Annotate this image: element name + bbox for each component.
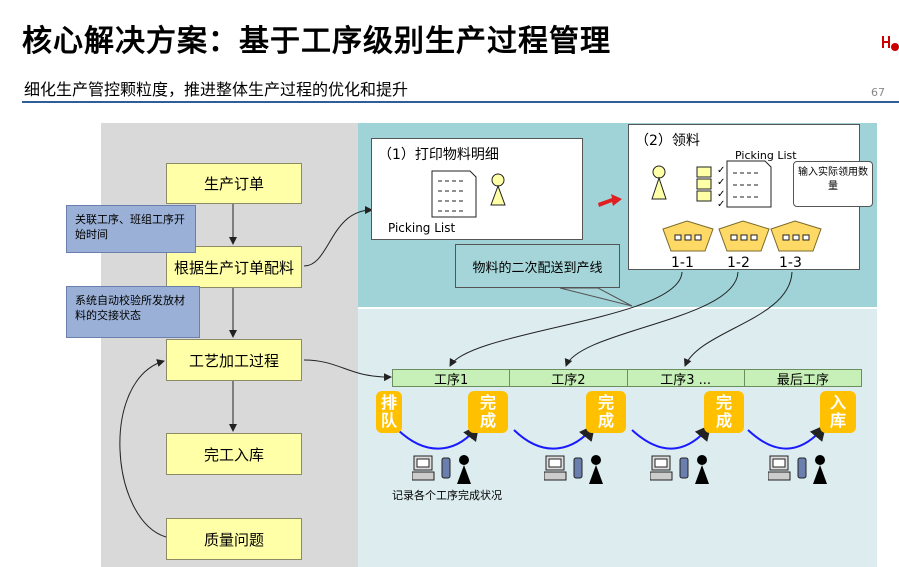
svg-text:✓: ✓ xyxy=(717,199,725,210)
workstation-icon xyxy=(768,455,827,484)
bin-label: 1-3 xyxy=(779,255,802,271)
done-status-box: 完成 xyxy=(704,391,744,433)
done-status-box: 完成 xyxy=(468,391,508,433)
material-by-order-box: 根据生产订单配料 xyxy=(166,246,302,288)
document-icon xyxy=(431,170,477,218)
worker-icon xyxy=(651,165,667,200)
page-subtitle: 细化生产管控颗粒度，推进整体生产过程的优化和提升 xyxy=(24,80,409,99)
company-logo-icon xyxy=(882,36,899,51)
process-step: 工序2 xyxy=(510,370,628,388)
bin-label: 1-1 xyxy=(671,255,694,271)
note-link-process: 关联工序、班组工序开始时间 xyxy=(66,205,196,253)
production-order-box: 生产订单 xyxy=(166,163,302,204)
page-title: 核心解决方案：基于工序级别生产过程管理 xyxy=(22,24,611,59)
queue-status-box: 排队 xyxy=(376,391,402,433)
picking-panel-box: （2）领料 Picking List ✓ ✓ ✓ ✓ 输入实际领用数量 1-1 … xyxy=(628,124,873,271)
checklist-icon: ✓ ✓ ✓ ✓ xyxy=(717,160,772,210)
svg-text:✓: ✓ xyxy=(717,177,725,188)
input-quantity-note: 输入实际领用数量 xyxy=(793,161,873,207)
record-caption: 记录各个工序完成状况 xyxy=(392,489,502,502)
svg-text:✓: ✓ xyxy=(717,189,725,200)
svg-text:✓: ✓ xyxy=(717,165,725,176)
print-panel-title: （1）打印物料明细 xyxy=(378,147,499,163)
bin-icon xyxy=(770,220,822,252)
pick-panel-title: （2）领料 xyxy=(635,133,700,149)
process-step-bar: 工序1 工序2 工序3 ... 最后工序 xyxy=(392,369,862,388)
bin-label: 1-2 xyxy=(727,255,750,271)
storage-status-box: 入库 xyxy=(820,391,856,433)
production-line-panel xyxy=(358,309,877,567)
note-auto-verify: 系统自动校验所发放材料的交接状态 xyxy=(66,286,200,338)
process-step-box: 工艺加工过程 xyxy=(166,339,302,381)
person-icon xyxy=(490,173,506,206)
workstation-icon xyxy=(650,455,709,484)
pick-picking-list-label: Picking List xyxy=(735,149,797,162)
finished-storage-box: 完工入库 xyxy=(166,433,302,475)
process-step: 最后工序 xyxy=(776,372,829,388)
bin-icon xyxy=(662,220,714,252)
print-picking-list-label: Picking List xyxy=(388,221,456,235)
process-step: 工序1 xyxy=(393,370,511,388)
print-materials-panel: （1）打印物料明细 Picking List xyxy=(371,138,583,240)
title-divider xyxy=(22,101,899,103)
bin-icon xyxy=(718,220,770,252)
secondary-delivery-callout: 物料的二次配送到产线 xyxy=(455,244,620,288)
done-status-box: 完成 xyxy=(586,391,626,433)
quality-issue-box: 质量问题 xyxy=(166,518,302,560)
process-step: 工序3 ... xyxy=(628,370,745,388)
stacked-boxes-icon xyxy=(696,166,712,202)
workstation-icon xyxy=(412,455,471,484)
page-number: 67 xyxy=(871,86,885,99)
workstation-icon xyxy=(544,455,603,484)
